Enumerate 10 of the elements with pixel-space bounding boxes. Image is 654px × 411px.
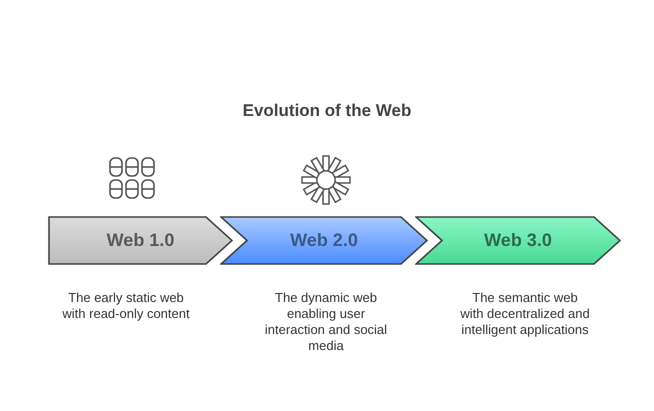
stage-description: The semantic web with decentralized and intelligent applications [460, 290, 590, 338]
stage-description: The early static web with read-only content [61, 290, 191, 322]
stage-label: Web 2.0 [290, 229, 358, 252]
chevron-stage [48, 216, 233, 265]
chevron-stage [220, 216, 428, 265]
stage-label: Web 3.0 [484, 229, 552, 252]
stage-label: Web 1.0 [106, 229, 174, 252]
chevron-stage [415, 216, 621, 265]
diagram-title: Evolution of the Web [242, 100, 412, 122]
stage-description: The dynamic web enabling user interaction and social media [264, 290, 388, 354]
